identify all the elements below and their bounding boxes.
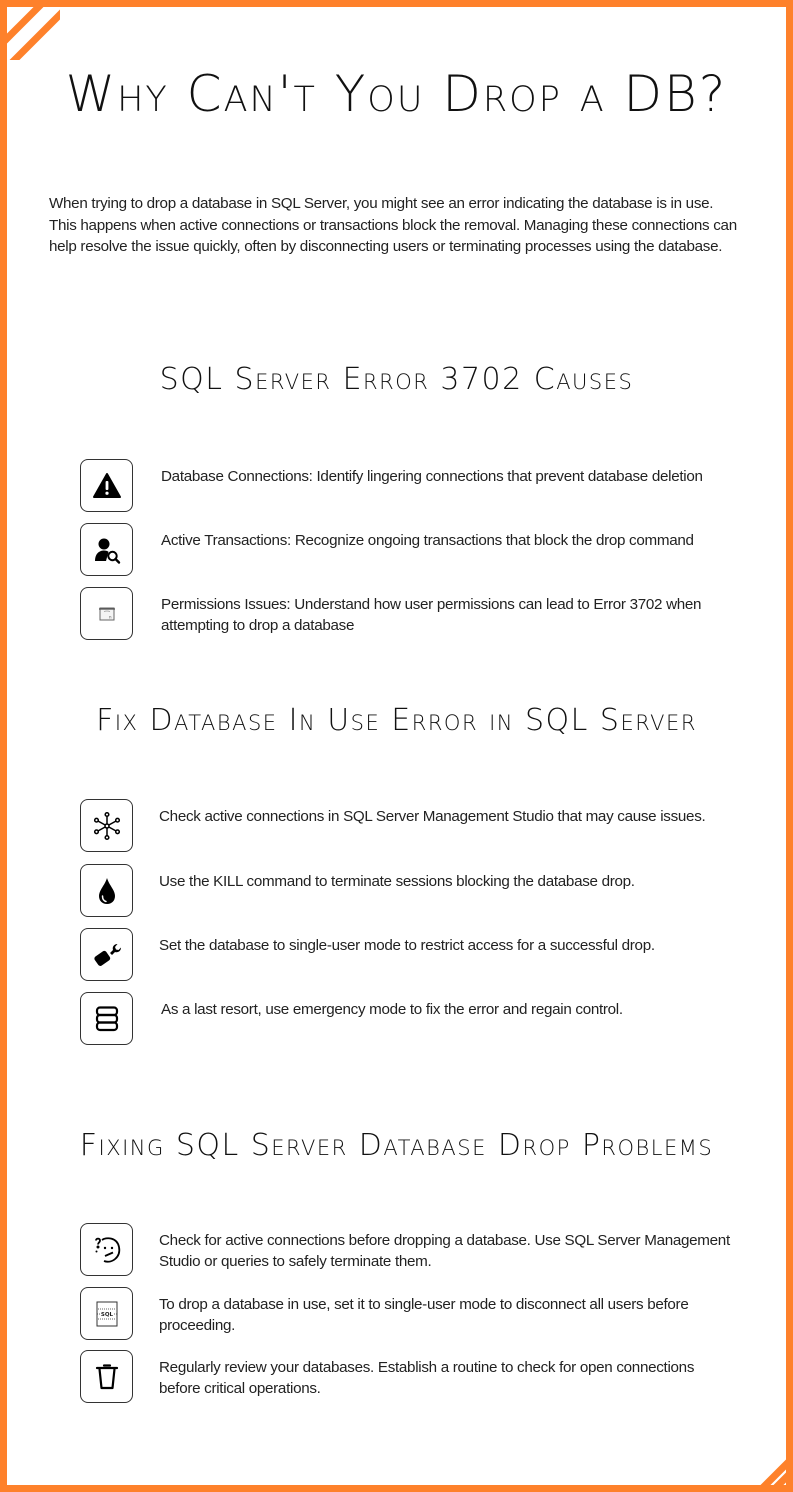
section-title-fixing: Fixing SQL Server Database Drop Problems [79,1128,714,1163]
database-stack-icon [80,992,133,1045]
list-item: Set the database to single-user mode to … [80,928,733,981]
list-item: Check for active connections before drop… [80,1223,733,1276]
corner-stripes-bottom-right [733,1432,793,1492]
item-text: Permissions Issues: Understand how user … [161,596,702,634]
list-item: Active Transactions: Recognize ongoing t… [80,523,733,576]
warning-triangle-icon [80,459,133,512]
drop-icon [80,864,133,917]
item-text: Set the database to single-user mode to … [159,937,655,954]
list-item: Use the KILL command to terminate sessio… [80,864,733,917]
list-item: Regularly review your databases. Establi… [80,1350,733,1403]
section-title-causes: SQL Server Error 3702 Causes [159,362,634,397]
item-text: Active Transactions: Recognize ongoing t… [161,532,694,549]
item-text: Check for active connections before drop… [159,1232,730,1270]
item-text: Regularly review your databases. Establi… [159,1359,695,1397]
list-item: Database Connections: Identify lingering… [80,459,733,512]
item-text: Use the KILL command to terminate sessio… [159,873,635,890]
list-item: n Permissions Issues: Understand how use… [80,587,733,640]
item-text: Check active connections in SQL Server M… [159,808,706,825]
section-title-fix: Fix Database In Use Error in SQL Server [96,703,697,738]
item-text: Database Connections: Identify lingering… [161,468,703,485]
sql-file-icon: SQL [80,1287,133,1340]
network-hub-icon [80,799,133,852]
list-item: As a last resort, use emergency mode to … [80,992,733,1045]
confused-face-icon [80,1223,133,1276]
wrench-tool-icon [80,928,133,981]
user-search-icon [80,523,133,576]
trash-icon [80,1350,133,1403]
item-text: As a last resort, use emergency mode to … [161,1001,623,1018]
page-title: Why Can't You Drop a DB? [65,65,728,123]
item-text: To drop a database in use, set it to sin… [159,1296,689,1334]
svg-text:SQL: SQL [100,1312,113,1318]
list-item: Check active connections in SQL Server M… [80,799,733,852]
corner-stripes-top-left [0,0,60,60]
list-item: SQL To drop a database in use, set it to… [80,1287,733,1340]
svg-text:n: n [109,614,112,619]
package-icon: n [80,587,133,640]
intro-paragraph: When trying to drop a database in SQL Se… [49,195,737,255]
